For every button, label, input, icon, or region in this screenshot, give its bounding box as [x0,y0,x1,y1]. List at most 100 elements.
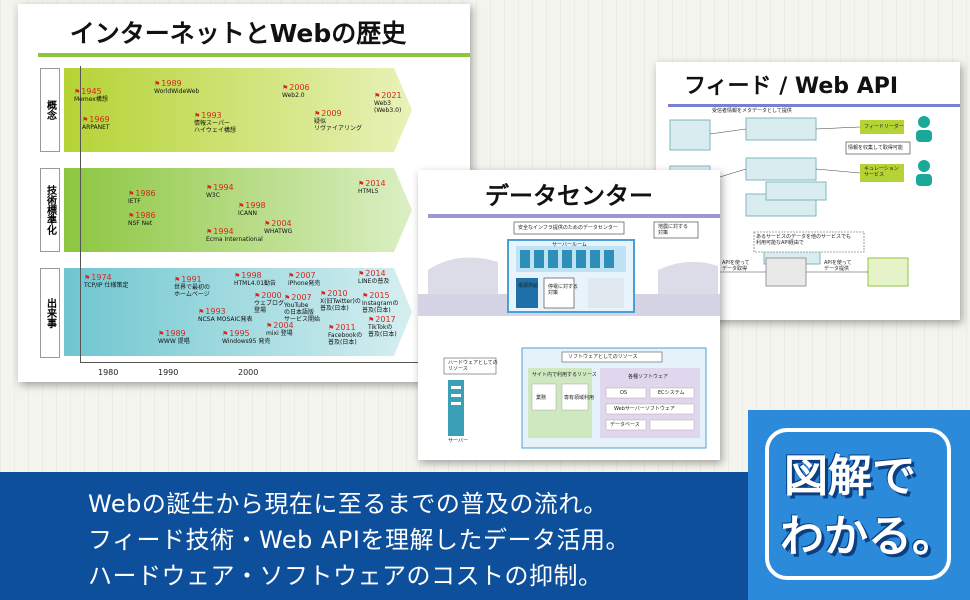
event-text: ICANN [238,210,258,217]
dc-server-label: サーバー [448,438,468,444]
axis-year-1980: 1980 [98,368,119,377]
event-text: X(旧Twitter)の 普及(日本) [320,298,361,312]
event-year: 2007 [288,272,320,280]
feed-curation-label: キュレーション サービス [864,166,899,178]
badge-line-1: 図解で [784,451,916,502]
event-year: 2010 [320,290,361,298]
event-year: 2006 [282,84,309,92]
dc-sec-label: 業務 [536,395,547,401]
dc-infra-label: 安全なインフラ提供のためのデータセンター [518,225,618,231]
event-year: 1994 [206,228,263,236]
event-year: 1998 [234,272,276,280]
event-text: Web3 (Web3.0) [374,100,402,114]
history-card: インターネットとWebの歴史 概念 技術標準化 出来事 1980 1990 20… [18,4,470,382]
footer-line-3: ハードウェア・ソフトウェアのコストの抑制。 [88,562,603,590]
dc-db-label: データベース [610,422,640,428]
event-year: 2021 [374,92,401,100]
event-year: 2015 [362,292,399,300]
event-text: Facebookの 普及(日本) [328,332,363,346]
feed-data-use-label: あるサービスのデータを他のサービスでも 利用可能なAPI経由で [756,234,852,246]
event-year: 1993 [198,308,253,316]
event-year: 2017 [368,316,397,324]
event-text: Instagramの 普及(日本) [362,300,399,314]
badge-frame [765,428,951,580]
event-text: Web2.0 [282,92,305,99]
event-text: WHATWG [264,228,293,235]
event-year: 1986 [128,190,155,198]
feed-title: フィード / Web API [683,74,899,99]
datacenter-title-rule [428,214,720,218]
history-title: インターネットとWebの歴史 [69,19,407,48]
badge-line-2: わかる。 [780,511,956,562]
row-label-standard: 技術標準化 [40,168,60,252]
dc-shared-label: 専有領域利用 [564,395,595,401]
feed-title-rule [668,104,960,107]
datacenter-title: データセンター [485,182,653,210]
feed-collect-label: 情報を収集して取得可能 [848,145,903,151]
dc-server-room-label: サーバールーム [552,242,587,248]
event-text: WWW 提唱 [158,338,190,345]
event-year: 2009 [314,110,362,118]
event-year: 1989 [154,80,199,88]
event-text: HTML5 [358,188,379,195]
feed-meta-label: 受信者情報をメタデータとして提供 [712,108,792,114]
event-text: Windows95 発売 [222,338,271,345]
event-text: mixi 登場 [266,330,293,337]
concept-band [64,66,414,152]
event-year: 1998 [238,202,265,210]
event-year: 1986 [128,212,155,220]
event-year: 1974 [84,274,128,282]
timeline-vertical-axis [80,66,81,362]
event-text: ARPANET [82,124,110,131]
event-year: 1969 [82,116,109,124]
feed-api-provide-label: APIを使って データ提供 [824,260,852,272]
event-text: TCP/IP 仕様策定 [84,282,129,289]
event-year: 2014 [358,180,385,188]
event-text: NSF Net [128,220,153,227]
event-text: NCSA MOSAIC発表 [198,316,253,323]
event-text: iPhone発売 [288,280,321,287]
event-year: 2011 [328,324,362,332]
event-text: TikTokの 普及(日本) [368,324,397,338]
timeline-horizontal-axis [80,362,440,363]
event-text: 疑似 リヴァイアリング [314,118,363,132]
dc-fire-label: 停電に対する 対策 [548,284,579,296]
event-text: WorldWideWeb [154,88,200,95]
event-year: 1994 [206,184,233,192]
row-label-events: 出来事 [40,268,60,358]
axis-year-2000: 2000 [238,368,259,377]
event-year: 2004 [266,322,293,330]
event-text: LINEの普及 [358,278,390,285]
row-label-concept: 概念 [40,68,60,152]
dc-power-label: 電源供給 [518,283,539,289]
event-year: 2014 [358,270,389,278]
event-year: 1993 [194,112,236,120]
event-text: ウェブログ 登場 [254,300,285,314]
event-year: 2004 [264,220,292,228]
dc-sw-label: ソフトウェアとしてのリソース [568,354,638,360]
datacenter-diagram [418,221,720,449]
footer-line-1: Webの誕生から現在に至るまでの普及の流れ。 [88,490,608,518]
event-text: Memex構想 [74,96,108,103]
event-year: 1989 [158,330,190,338]
event-year: 2000 [254,292,284,300]
